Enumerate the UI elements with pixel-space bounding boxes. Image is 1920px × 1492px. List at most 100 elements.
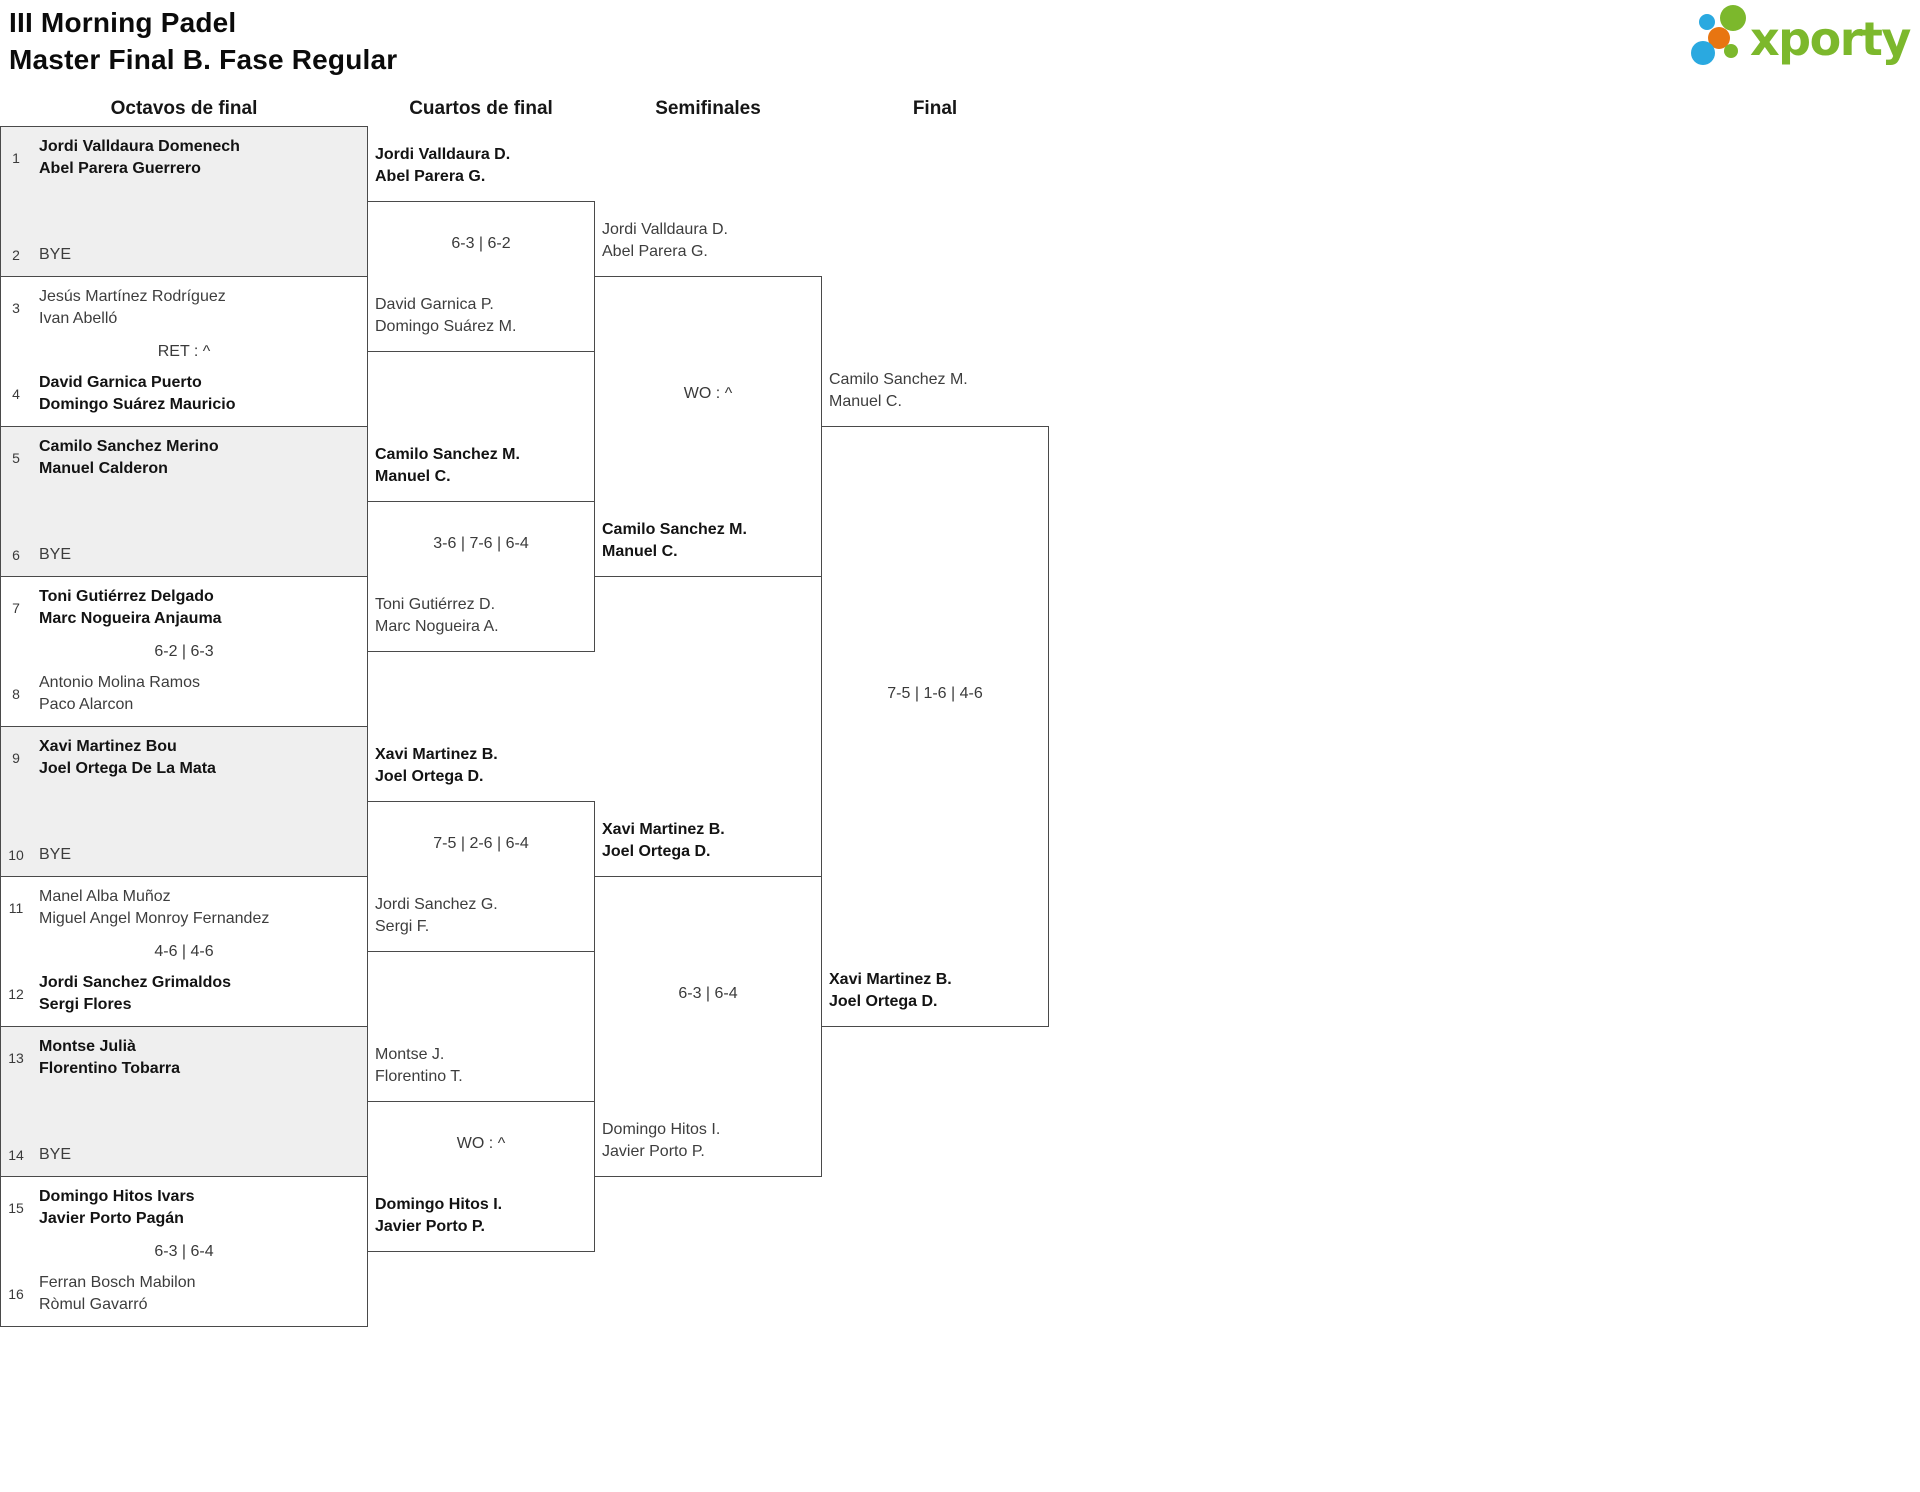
match-score: 6-2 | 6-3: [154, 642, 214, 660]
player-name: Javier Porto P.: [375, 1218, 485, 1235]
match-box-r16-6: 11 Manel Alba Muñoz Miguel Angel Monroy …: [0, 876, 368, 1027]
player-name: Domingo Hitos Ivars: [39, 1188, 195, 1205]
match-box-r16-2: 3 Jesús Martínez Rodríguez Ivan Abelló R…: [0, 276, 368, 427]
logo-dot-icon: [1691, 41, 1715, 65]
seed-number: 16: [8, 1286, 24, 1302]
sf2-team-top: Xavi Martinez B.Joel Ortega D.: [602, 819, 725, 876]
player-name: Marc Nogueira Anjauma: [39, 610, 222, 627]
player-name: Ferran Bosch Mabilon: [39, 1274, 196, 1291]
team-seed-14: 14 BYE: [1, 1144, 361, 1166]
final-score: 7-5 | 1-6 | 4-6: [887, 685, 983, 702]
column-header-cuartos: Cuartos de final: [409, 98, 553, 119]
column-header-final: Final: [912, 98, 958, 119]
player-name: Jordi Sanchez G.: [375, 896, 498, 913]
player-name: David Garnica P.: [375, 296, 494, 313]
player-name: Xavi Martinez B.: [375, 746, 498, 763]
seed-number: 10: [8, 847, 24, 863]
player-name: Sergi Flores: [39, 996, 132, 1013]
qf2-score: 3-6 | 7-6 | 6-4: [433, 535, 529, 552]
team-seed-10: 10 BYE: [1, 844, 361, 866]
player-name: Camilo Sanchez Merino: [39, 438, 219, 455]
player-name: Jordi Valldaura D.: [602, 221, 728, 238]
player-name: Paco Alarcon: [39, 696, 134, 713]
match-box-r16-4: 7 Toni Gutiérrez Delgado Marc Nogueira A…: [0, 576, 368, 727]
player-name: Jordi Sanchez Grimaldos: [39, 974, 232, 991]
seed-number: 8: [12, 686, 20, 702]
seed-number: 1: [12, 150, 20, 166]
player-name: BYE: [39, 1146, 72, 1163]
sf1-team-bottom: Camilo Sanchez M.Manuel C.: [602, 519, 747, 576]
seed-number: 7: [12, 600, 20, 616]
logo-dot-icon: [1708, 27, 1730, 49]
column-header-octavos: Octavos de final: [110, 98, 258, 119]
team-seed-3: 3 Jesús Martínez Rodríguez Ivan Abelló: [1, 286, 361, 330]
logo-dot-icon: [1720, 5, 1746, 31]
seed-number: 3: [12, 300, 20, 316]
player-name: Manuel C.: [375, 468, 451, 485]
team-seed-7: 7 Toni Gutiérrez Delgado Marc Nogueira A…: [1, 586, 361, 630]
seed-number: 5: [12, 450, 20, 466]
logo-dot-icon: [1699, 14, 1715, 30]
qf4-score: WO : ^: [456, 1135, 506, 1152]
player-name: Manuel Calderon: [39, 460, 168, 477]
player-name: Manuel C.: [829, 393, 902, 410]
player-name: Camilo Sanchez M.: [829, 371, 968, 388]
final-team-bottom: Xavi Martinez B. Joel Ortega D.: [829, 969, 952, 1026]
player-name: Camilo Sanchez M.: [375, 446, 520, 463]
seed-number: 6: [12, 547, 20, 563]
player-name: Florentino T.: [375, 1068, 463, 1085]
player-name: Joel Ortega D.: [602, 843, 711, 860]
qf3-team-top: Xavi Martinez B.Joel Ortega D.: [375, 744, 498, 801]
qf2-team-bottom: Toni Gutiérrez D.Marc Nogueira A.: [375, 594, 499, 651]
match-box-final: [821, 426, 1049, 1027]
match-score: 6-3 | 6-4: [154, 1242, 214, 1260]
match-box-r16-3: 5 Camilo Sanchez Merino Manuel Calderon …: [0, 426, 368, 577]
qf4-team-bottom: Domingo Hitos I.Javier Porto P.: [375, 1194, 502, 1251]
player-name: Joel Ortega D.: [829, 993, 938, 1010]
player-name: BYE: [39, 246, 72, 263]
player-name: Florentino Tobarra: [39, 1060, 181, 1077]
team-seed-12: 12 Jordi Sanchez Grimaldos Sergi Flores: [1, 972, 361, 1016]
player-name: Abel Parera G.: [602, 243, 708, 260]
player-name: Jordi Valldaura Domenech: [39, 138, 240, 155]
match-box-r16-8: 15 Domingo Hitos Ivars Javier Porto Pagá…: [0, 1176, 368, 1327]
seed-number: 11: [8, 900, 24, 916]
match-score: 4-6 | 4-6: [154, 942, 214, 960]
player-name: Montse Julià: [39, 1038, 136, 1055]
player-name: Xavi Martinez B.: [829, 971, 952, 988]
sf1-score: WO : ^: [683, 385, 733, 402]
team-seed-6: 6 BYE: [1, 544, 361, 566]
player-name: Miguel Angel Monroy Fernandez: [39, 910, 270, 927]
player-name: Domingo Hitos I.: [602, 1121, 721, 1138]
qf3-score: 7-5 | 2-6 | 6-4: [433, 835, 529, 852]
match-score: RET : ^: [157, 342, 211, 360]
qf3-team-bottom: Jordi Sanchez G. Sergi F.: [375, 894, 498, 951]
logo-dot-icon: [1724, 44, 1738, 58]
player-name: Javier Porto P.: [602, 1143, 705, 1160]
player-name: BYE: [39, 546, 72, 563]
player-name: Antonio Molina Ramos: [39, 674, 200, 691]
tournament-name: III Morning Padel: [9, 7, 237, 38]
seed-number: 2: [12, 247, 20, 263]
seed-number: 12: [8, 986, 24, 1002]
page-title: III Morning Padel Master Final B. Fase R…: [9, 4, 397, 78]
player-name: Sergi F.: [375, 918, 430, 935]
seed-number: 15: [8, 1200, 24, 1216]
player-name: Abel Parera G.: [375, 168, 486, 185]
player-name: Manuel C.: [602, 543, 678, 560]
logo-wordmark: xporty: [1750, 12, 1911, 66]
player-name: Xavi Martinez Bou: [39, 738, 177, 755]
sf2-team-bottom: Domingo Hitos I. Javier Porto P.: [602, 1119, 720, 1176]
qf4-team-top: Montse J.Florentino T.: [375, 1044, 463, 1101]
team-seed-2: 2 BYE: [1, 244, 361, 266]
player-name: Javier Porto Pagán: [39, 1210, 184, 1227]
seed-number: 14: [8, 1147, 24, 1163]
player-name: Jesús Martínez Rodríguez: [39, 288, 226, 305]
xporty-logo[interactable]: xporty: [1688, 5, 1916, 67]
team-seed-9: 9 Xavi Martinez Bou Joel Ortega De La Ma…: [1, 736, 361, 780]
qf2-team-top: Camilo Sanchez M. Manuel C.: [375, 444, 520, 501]
player-name: Jordi Valldaura D.: [375, 146, 511, 163]
player-name: David Garnica Puerto: [39, 374, 202, 391]
player-name: BYE: [39, 846, 72, 863]
